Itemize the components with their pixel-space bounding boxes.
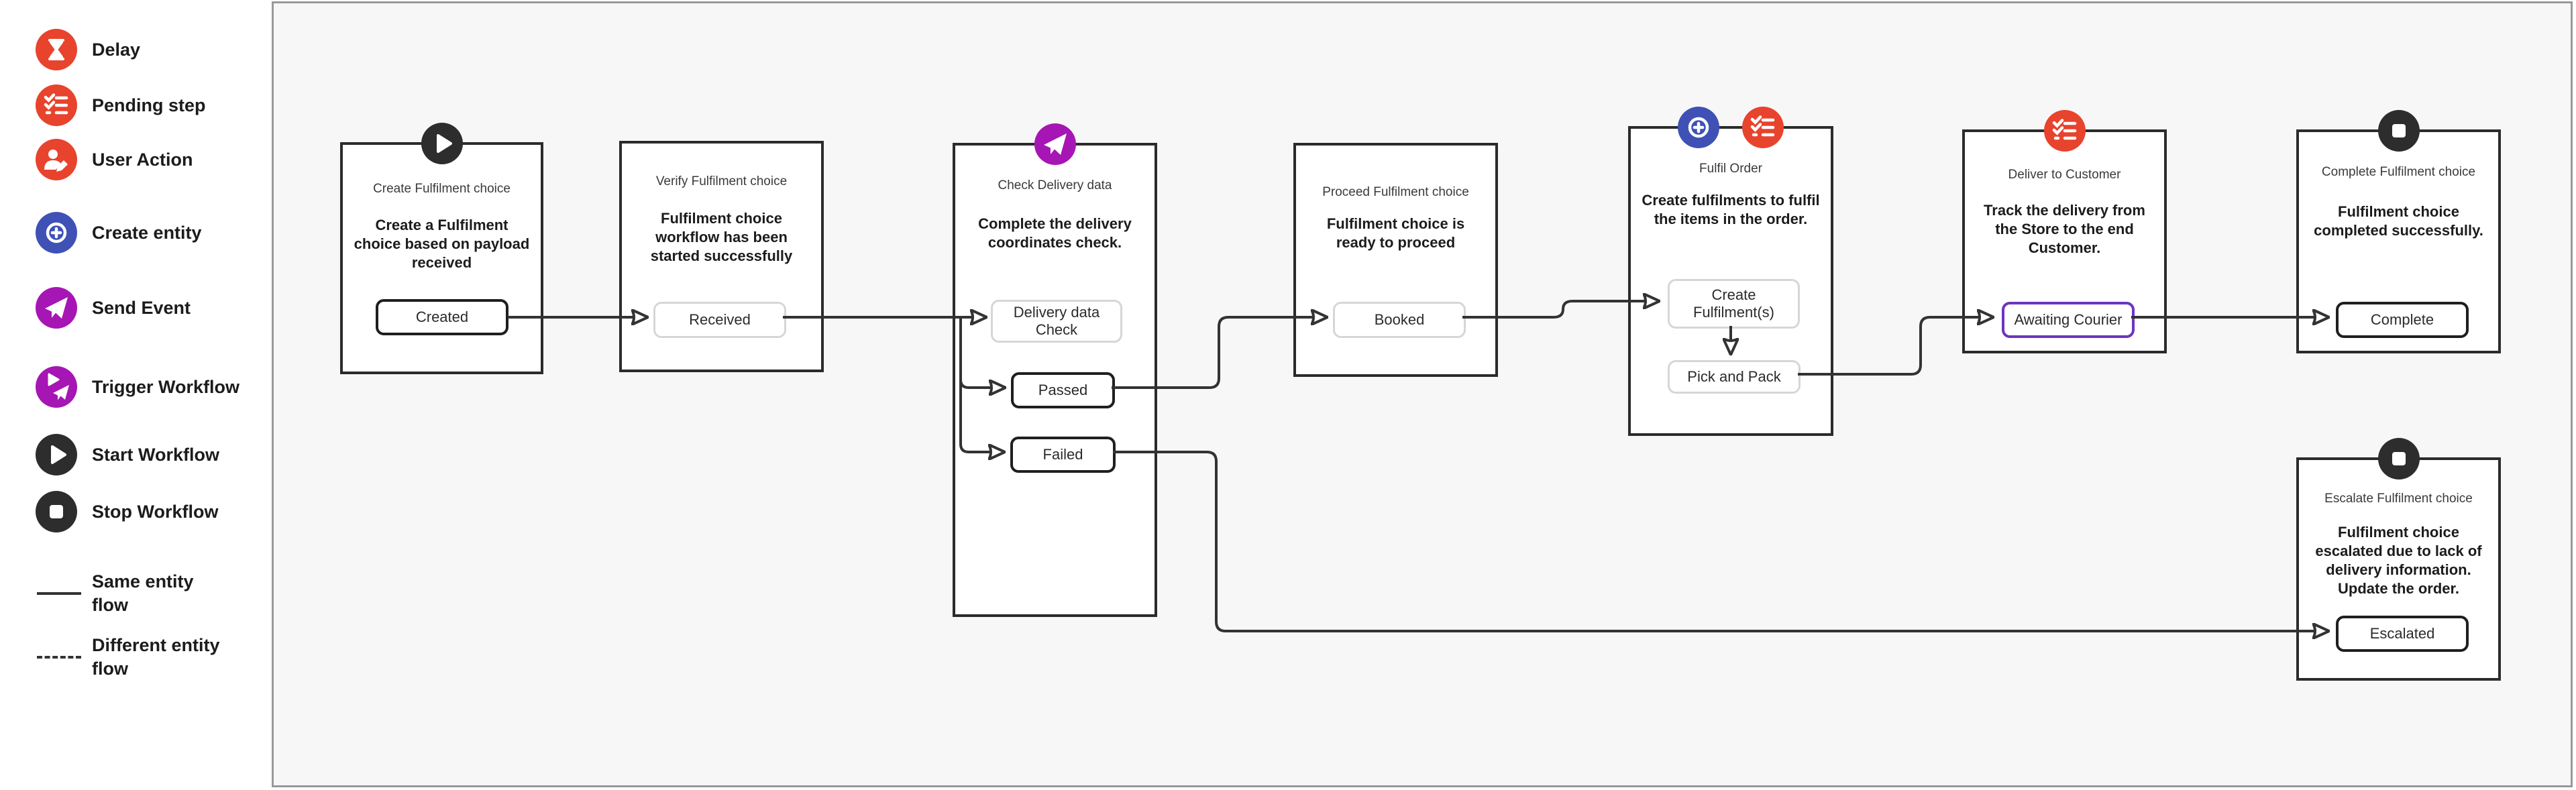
legend-label: Same entity flow — [92, 571, 194, 615]
state-pill-complete[interactable]: Complete — [2336, 302, 2469, 338]
legend-item-start-workflow: Start Workflow — [36, 434, 219, 475]
state-pill-passed[interactable]: Passed — [1011, 372, 1115, 408]
pending-step-icon — [1742, 107, 1784, 148]
node-title: Create Fulfilment choice — [373, 182, 511, 196]
start-workflow-icon — [36, 434, 77, 475]
legend-label: Start Workflow — [92, 444, 220, 465]
node-description: Complete the delivery coordinates check. — [978, 215, 1132, 251]
state-pill-booked[interactable]: Booked — [1333, 302, 1466, 338]
node-icons — [421, 123, 463, 164]
solid-line-icon — [37, 592, 81, 595]
legend-item-same-entity-flow: Same entity flow — [37, 570, 205, 617]
state-pill-created[interactable]: Created — [376, 299, 508, 335]
legend-item-create-entity: Create entity — [36, 212, 202, 253]
start-workflow-icon — [421, 123, 463, 164]
legend-item-send-event: Send Event — [36, 287, 191, 329]
delay-icon — [36, 29, 77, 70]
legend-item-pending-step: Pending step — [36, 84, 206, 126]
node-title: Check Delivery data — [998, 178, 1112, 192]
node-title: Escalate Fulfilment choice — [2324, 492, 2473, 506]
state-pill-received[interactable]: Received — [653, 302, 786, 338]
legend-label: Stop Workflow — [92, 501, 219, 522]
trigger-workflow-icon — [36, 366, 77, 408]
node-complete-fulfilment-choice[interactable]: Complete Fulfilment choice Fulfilment ch… — [2296, 129, 2501, 353]
legend-item-different-entity-flow: Different entity flow — [37, 634, 258, 681]
send-event-icon — [36, 287, 77, 329]
node-title: Deliver to Customer — [2008, 168, 2121, 182]
node-title: Verify Fulfilment choice — [655, 174, 788, 188]
node-title: Proceed Fulfilment choice — [1322, 185, 1469, 199]
node-check-delivery-data[interactable]: Check Delivery data Complete the deliver… — [953, 143, 1157, 617]
create-entity-icon — [36, 212, 77, 253]
node-description: Fulfilment choice workflow has been star… — [650, 210, 793, 264]
legend-label: Send Event — [92, 297, 191, 318]
state-pill-failed[interactable]: Failed — [1010, 437, 1116, 473]
pending-step-icon — [2044, 110, 2086, 152]
diagram-canvas — [272, 1, 2573, 787]
node-icons — [2378, 110, 2420, 152]
state-pill-delivery-data-check[interactable]: Delivery data Check — [991, 300, 1122, 343]
node-icons — [1034, 123, 1076, 165]
legend: Delay Pending step User Action Create en… — [0, 0, 270, 790]
legend-label: Delay — [92, 39, 141, 60]
node-title: Complete Fulfilment choice — [2321, 165, 2476, 179]
node-fulfil-order[interactable]: Fulfil Order Create fulfilments to fulfi… — [1628, 126, 1833, 436]
node-description: Fulfilment choice completed successfully… — [2314, 203, 2483, 239]
node-icons — [1678, 107, 1784, 148]
node-description: Create fulfilments to fulfil the items i… — [1642, 192, 1820, 227]
node-verify-fulfilment-choice[interactable]: Verify Fulfilment choice Fulfilment choi… — [619, 141, 824, 372]
legend-item-stop-workflow: Stop Workflow — [36, 491, 219, 532]
node-escalate-fulfilment-choice[interactable]: Escalate Fulfilment choice Fulfilment ch… — [2296, 457, 2501, 681]
node-title: Fulfil Order — [1699, 162, 1762, 176]
node-description: Fulfilment choice is ready to proceed — [1326, 215, 1465, 251]
state-pill-escalated[interactable]: Escalated — [2336, 616, 2469, 652]
legend-label: User Action — [92, 149, 193, 170]
stop-workflow-icon — [2378, 438, 2420, 479]
legend-item-trigger-workflow: Trigger Workflow — [36, 366, 239, 408]
node-icons — [2378, 438, 2420, 479]
legend-label: Pending step — [92, 95, 206, 115]
legend-label: Trigger Workflow — [92, 376, 240, 397]
node-description: Fulfilment choice escalated due to lack … — [2315, 524, 2482, 597]
node-proceed-fulfilment-choice[interactable]: Proceed Fulfilment choice Fulfilment cho… — [1293, 143, 1498, 377]
legend-label: Different entity flow — [92, 635, 220, 679]
stop-workflow-icon — [36, 491, 77, 532]
state-pill-awaiting-courier[interactable]: Awaiting Courier — [2002, 302, 2135, 338]
node-description: Create a Fulfilment choice based on payl… — [354, 217, 530, 271]
legend-label: Create entity — [92, 222, 202, 243]
send-event-icon — [1034, 123, 1076, 165]
node-icons — [2044, 110, 2086, 152]
node-description: Track the delivery from the Store to the… — [1984, 202, 2145, 256]
legend-item-delay: Delay — [36, 29, 140, 70]
node-create-fulfilment-choice[interactable]: Create Fulfilment choice Create a Fulfil… — [340, 142, 543, 374]
node-deliver-to-customer[interactable]: Deliver to Customer Track the delivery f… — [1962, 129, 2167, 353]
state-pill-pick-and-pack[interactable]: Pick and Pack — [1668, 360, 1801, 394]
user-action-icon — [36, 139, 77, 180]
pending-step-icon — [36, 84, 77, 126]
state-pill-create-fulfilments[interactable]: Create Fulfilment(s) — [1668, 279, 1800, 329]
stop-workflow-icon — [2378, 110, 2420, 152]
create-entity-icon — [1678, 107, 1719, 148]
legend-item-user-action: User Action — [36, 139, 193, 180]
dashed-line-icon — [37, 656, 81, 659]
